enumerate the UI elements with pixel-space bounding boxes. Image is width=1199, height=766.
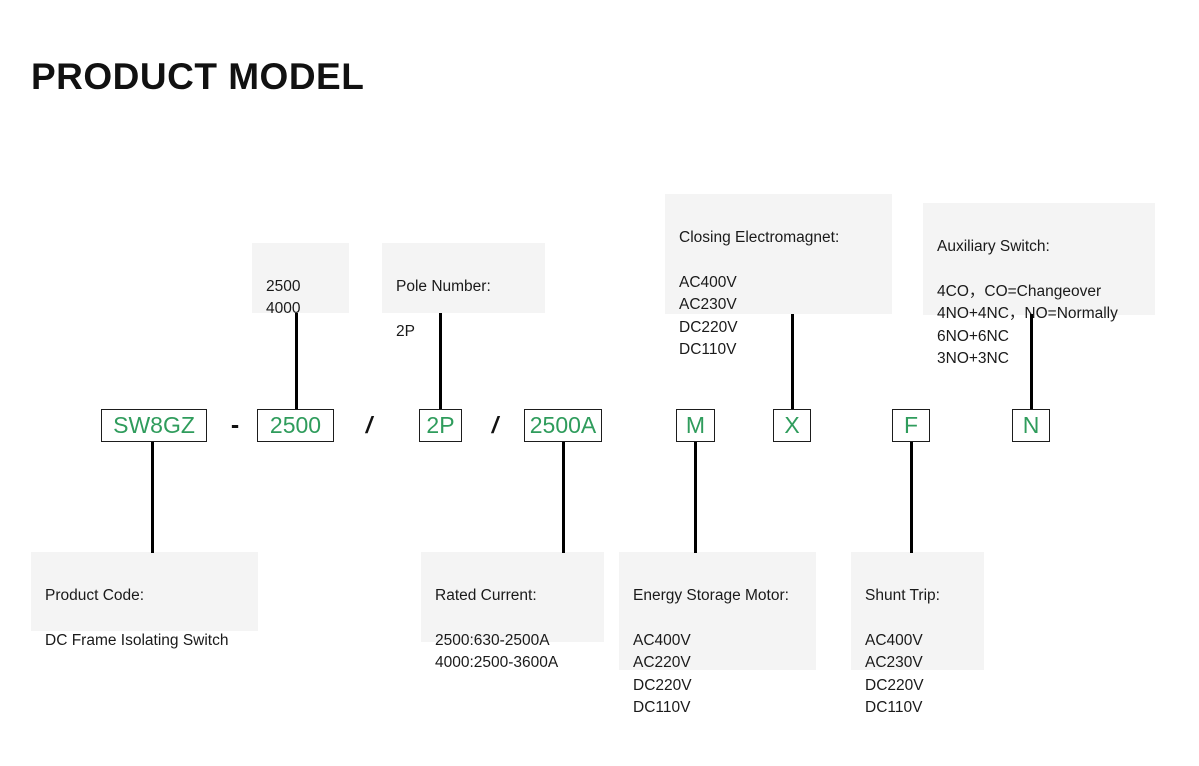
callout-frame-size: 2500 4000 — [252, 243, 349, 317]
code-box-energy-storage-motor[interactable]: M — [676, 409, 715, 442]
callout-closing-electromagnet-lines: AC400V AC230V DC220V DC110V — [679, 273, 738, 359]
callout-pole-number-lines: 2P — [396, 322, 415, 340]
callout-auxiliary-switch-lines: 4CO，CO=Changeover 4NO+4NC，NO=Normally 6N… — [937, 282, 1118, 368]
separator-slash-2: / — [491, 412, 499, 438]
connector-rated-current — [562, 441, 565, 553]
callout-frame-size-lines: 2500 4000 — [266, 277, 301, 318]
callout-energy-storage-motor: Energy Storage Motor: AC400V AC220V DC22… — [619, 552, 816, 716]
code-box-frame-size[interactable]: 2500 — [257, 409, 334, 442]
page-title: PRODUCT MODEL — [31, 56, 365, 97]
callout-product-code-title: Product Code: — [45, 586, 145, 604]
code-box-pole-number[interactable]: 2P — [419, 409, 462, 442]
connector-closing-electromagnet — [791, 314, 794, 410]
callout-closing-electromagnet: Closing Electromagnet: AC400V AC230V DC2… — [665, 194, 892, 358]
connector-auxiliary-switch — [1030, 314, 1033, 410]
callout-pole-number-title: Pole Number: — [396, 277, 491, 295]
callout-energy-storage-motor-lines: AC400V AC220V DC220V DC110V — [633, 631, 692, 717]
separator-slash-1: / — [365, 412, 373, 438]
connector-product-code — [151, 441, 154, 553]
separator-dash: - — [230, 411, 240, 439]
callout-shunt-trip: Shunt Trip: AC400V AC230V DC220V DC110V — [851, 552, 984, 716]
code-box-product-code[interactable]: SW8GZ — [101, 409, 207, 442]
callout-rated-current-title: Rated Current: — [435, 586, 537, 604]
code-box-auxiliary-switch[interactable]: N — [1012, 409, 1050, 442]
callout-product-code-lines: DC Frame Isolating Switch — [45, 631, 229, 649]
code-box-closing-electromagnet[interactable]: X — [773, 409, 811, 442]
callout-closing-electromagnet-title: Closing Electromagnet: — [679, 228, 840, 246]
callout-product-code: Product Code: DC Frame Isolating Switch — [31, 552, 258, 649]
callout-auxiliary-switch: Auxiliary Switch: 4CO，CO=Changeover 4NO+… — [923, 203, 1155, 367]
callout-shunt-trip-title: Shunt Trip: — [865, 586, 940, 604]
callout-auxiliary-switch-title: Auxiliary Switch: — [937, 237, 1050, 255]
connector-shunt-trip — [910, 441, 913, 553]
connector-frame-size — [295, 313, 298, 410]
callout-energy-storage-motor-title: Energy Storage Motor: — [633, 586, 789, 604]
callout-pole-number: Pole Number: 2P — [382, 243, 545, 340]
code-box-shunt-trip[interactable]: F — [892, 409, 930, 442]
connector-pole-number — [439, 313, 442, 410]
code-box-rated-current[interactable]: 2500A — [524, 409, 602, 442]
callout-rated-current-lines: 2500:630-2500A 4000:2500-3600A — [435, 631, 559, 672]
connector-energy-storage-motor — [694, 441, 697, 553]
callout-shunt-trip-lines: AC400V AC230V DC220V DC110V — [865, 631, 924, 717]
callout-rated-current: Rated Current: 2500:630-2500A 4000:2500-… — [421, 552, 604, 671]
